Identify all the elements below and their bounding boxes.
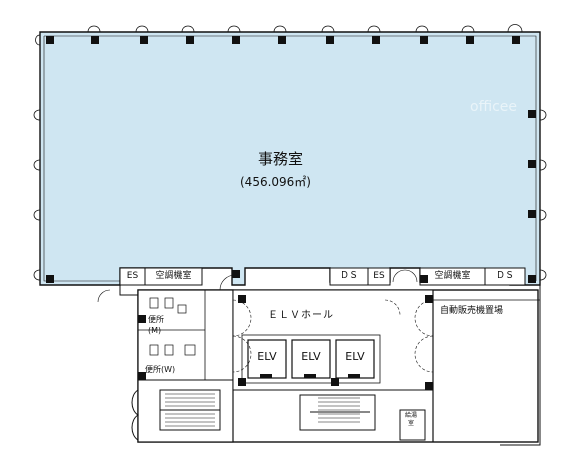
office-name: 事務室	[258, 150, 304, 168]
toilet-women-label: 便所(W)	[145, 365, 176, 374]
ac-room-left-label: 空調機室	[155, 271, 192, 281]
elevator-3-label: ELV	[345, 349, 365, 363]
watermark: officee	[470, 99, 518, 115]
ds-right-label: ＤＳ	[495, 271, 514, 281]
kyutou-label: 給湯室	[404, 412, 417, 427]
es-left-label: ES	[126, 271, 139, 281]
es-mid-label: ES	[373, 271, 385, 281]
elevator-hall-label: ＥＬＶホール	[268, 310, 334, 321]
toilet-men-label: 便所 (M)	[148, 315, 164, 335]
elevator-1-label: ELV	[257, 349, 277, 363]
elevator-2-label: ELV	[301, 349, 321, 363]
vending-area-label: 自動販売機置場	[440, 306, 504, 316]
ac-room-right-label: 空調機室	[434, 271, 471, 281]
ds-mid-label: ＤＳ	[339, 271, 358, 281]
office-area: (456.096㎡)	[240, 175, 311, 189]
